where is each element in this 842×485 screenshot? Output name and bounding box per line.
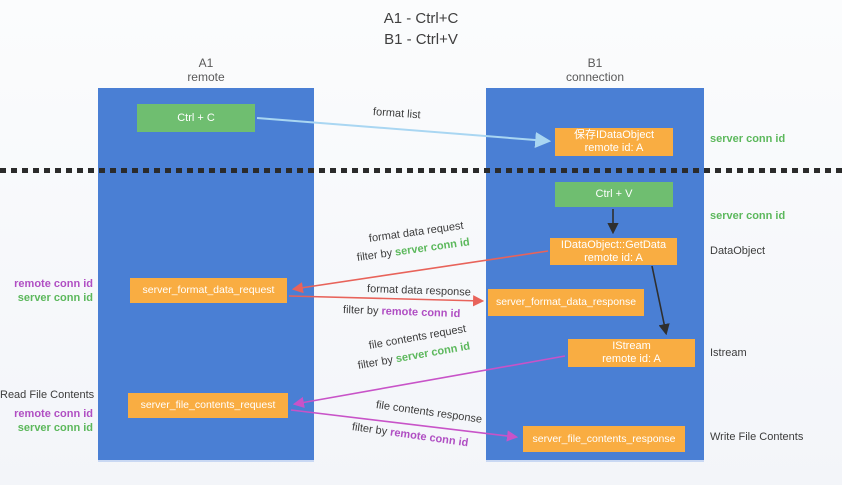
node-server-format-data-request: server_format_data_request	[130, 278, 287, 303]
node-ctrl-v-label: Ctrl + V	[595, 188, 633, 200]
left-label-read-file-contents: Read File Contents	[0, 389, 95, 401]
right-label-server-conn-id-1: server conn id	[710, 133, 786, 145]
column-b1-name: B1	[587, 56, 603, 70]
right-label-istream: Istream	[710, 347, 747, 359]
diagram-title: A1 - Ctrl+C B1 - Ctrl+V	[0, 8, 842, 50]
column-b1-subtitle: connection	[565, 70, 625, 84]
filter-by-prefix: filter by	[356, 246, 396, 264]
right-label-write-file-contents: Write File Contents	[710, 431, 804, 443]
node-save-idataobject: 保存IDataObject remote id: A	[555, 128, 673, 156]
title-line-1: A1 - Ctrl+C	[383, 10, 459, 27]
node-server-format-data-response: server_format_data_response	[488, 289, 644, 316]
filter-by-remote-conn-id: remote conn id	[389, 426, 470, 450]
node-getdata-line2: remote id: A	[584, 251, 643, 264]
node-istream-line1: IStream	[612, 340, 651, 352]
node-ctrl-c: Ctrl + C	[137, 104, 255, 132]
arrow-label-file-contents-response: file contents response	[375, 399, 483, 426]
column-header-a1: A1 remote	[98, 56, 314, 84]
node-format-response-label: server_format_data_response	[495, 296, 637, 308]
arrow-label-format-list: format list	[372, 106, 421, 122]
node-getdata-line1: IDataObject::GetData	[560, 238, 667, 251]
node-server-file-contents-request: server_file_contents_request	[128, 393, 288, 418]
left-label-remote-conn-id-2: remote conn id	[14, 408, 93, 420]
filter-by-prefix: filter by	[342, 304, 382, 318]
node-ctrl-v: Ctrl + V	[555, 182, 673, 207]
column-a1-name: A1	[198, 56, 214, 70]
arrow-label-file-contents-response-filter: filter by remote conn id	[351, 421, 469, 449]
right-label-server-conn-id-2: server conn id	[710, 210, 786, 222]
arrow-label-format-data-response-filter: filter by remote conn id	[343, 304, 461, 320]
left-label-server-conn-id-1: server conn id	[17, 292, 93, 304]
left-label-remote-conn-id-1: remote conn id	[14, 278, 93, 290]
filter-by-prefix: filter by	[356, 353, 397, 372]
node-istream: IStream remote id: A	[568, 339, 695, 367]
node-istream-line2: remote id: A	[602, 353, 661, 365]
node-format-request-label: server_format_data_request	[142, 284, 275, 296]
left-label-server-conn-id-2: server conn id	[17, 422, 93, 434]
node-save-idataobject-line1: 保存IDataObject	[573, 129, 655, 141]
node-file-request-label: server_file_contents_request	[140, 399, 276, 411]
phase-separator-dashed-line	[0, 168, 842, 173]
filter-by-remote-conn-id: remote conn id	[381, 305, 461, 321]
node-save-idataobject-line2: remote id: A	[584, 142, 644, 154]
node-ctrl-c-label: Ctrl + C	[177, 111, 215, 124]
filter-by-prefix: filter by	[351, 421, 391, 439]
node-file-response-label: server_file_contents_response	[532, 432, 676, 445]
title-line-2: B1 - Ctrl+V	[384, 31, 458, 48]
right-label-dataobject: DataObject	[710, 245, 766, 257]
column-header-b1: B1 connection	[486, 56, 704, 84]
node-server-file-contents-response: server_file_contents_response	[523, 426, 685, 452]
column-a1-subtitle: remote	[187, 70, 225, 84]
arrow-label-format-data-response: format data response	[366, 283, 472, 299]
node-idataobject-getdata: IDataObject::GetData remote id: A	[550, 238, 677, 265]
